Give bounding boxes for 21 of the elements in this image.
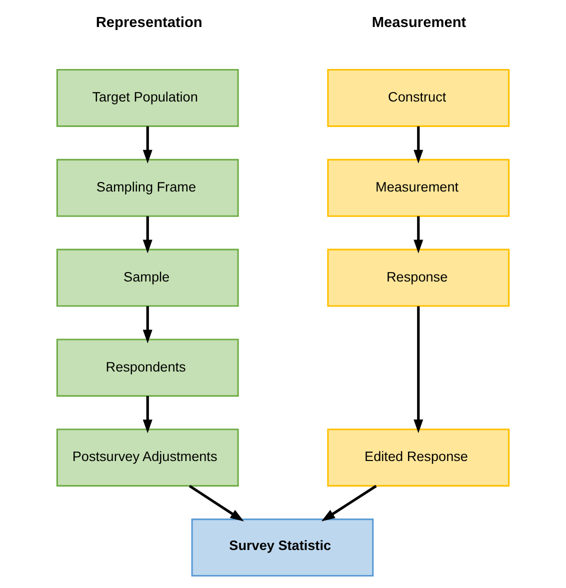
node-box: Sampling Frame [56,158,239,217]
node-box: Response [327,248,510,307]
label: Representation [96,15,202,32]
node-box: Measurement [327,158,510,217]
node-box: Survey Statistic [191,518,374,577]
arrow [142,216,152,254]
arrow [414,306,424,434]
node-box: Edited Response [327,428,510,487]
label: Measurement [372,15,466,32]
arrow [142,126,152,164]
arrow [142,306,152,344]
arrow [142,396,152,434]
arrow [414,126,424,164]
node-box: Respondents [56,338,239,397]
arrow [414,216,424,254]
node-box: Sample [56,248,239,307]
node-box: Postsurvey Adjustments [56,428,239,487]
node-box: Construct [327,68,510,127]
node-box: Target Population [56,68,239,127]
arrow [321,484,377,522]
arrow [188,484,244,522]
